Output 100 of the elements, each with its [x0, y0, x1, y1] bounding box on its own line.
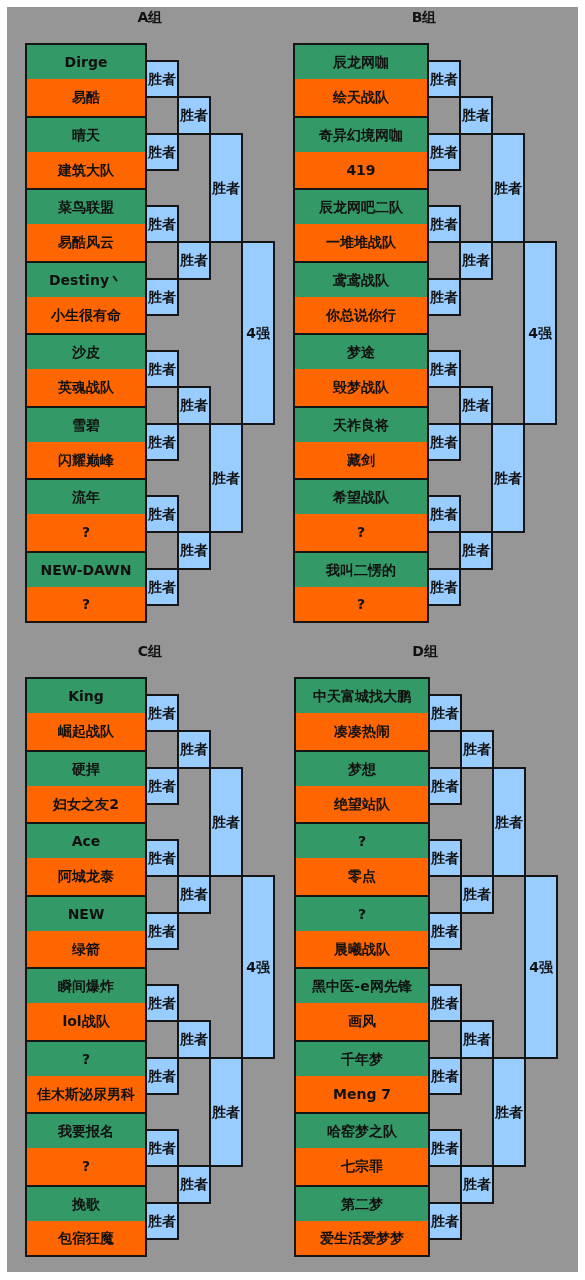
team-name: 阿城龙泰	[58, 868, 114, 885]
team-name: 你总说你行	[326, 306, 396, 323]
winner-label: 胜者	[148, 1067, 176, 1084]
team-name: 中天富城找大鹏	[313, 688, 411, 705]
winner-label: 胜者	[463, 1031, 491, 1048]
winner-slot	[177, 1020, 211, 1059]
team-name: 崛起战队	[58, 723, 114, 740]
team-name: 易酷风云	[58, 234, 114, 251]
winner-label: 胜者	[462, 107, 490, 124]
team-slot	[294, 1184, 430, 1221]
team-slot	[293, 115, 429, 152]
team-slot	[25, 749, 147, 786]
team-slot	[293, 333, 429, 370]
team-slot	[293, 369, 429, 406]
team-name: 零点	[348, 868, 376, 885]
team-slot	[293, 79, 429, 116]
team-slot	[25, 224, 147, 261]
team-slot	[25, 677, 147, 714]
winner-slot	[491, 422, 525, 534]
team-slot	[294, 967, 430, 1004]
team-slot	[25, 151, 147, 188]
winner-slot	[209, 132, 243, 244]
team-name: ?	[81, 1050, 91, 1067]
winner-label: 胜者	[430, 288, 458, 305]
winner-label: 胜者	[463, 1176, 491, 1193]
team-slot	[25, 1148, 147, 1185]
top-four-slot	[241, 241, 275, 425]
team-name: 我要报名	[58, 1123, 114, 1140]
team-name: 包宿狂魔	[58, 1229, 114, 1246]
team-slot	[25, 333, 147, 370]
team-name: ?	[356, 595, 366, 612]
winner-label: 胜者	[180, 397, 208, 414]
winner-slot	[209, 422, 243, 534]
winner-label: 胜者	[431, 850, 459, 867]
winner-slot	[427, 567, 461, 606]
team-name: 晨曦战队	[334, 940, 390, 957]
team-name: 闪耀巅峰	[58, 451, 114, 468]
team-name: 绝望站队	[334, 795, 390, 812]
team-name: 挽歌	[72, 1195, 100, 1212]
team-slot	[25, 514, 147, 551]
winner-label: 胜者	[431, 777, 459, 794]
winner-label: 胜者	[431, 1212, 459, 1229]
winner-slot	[177, 875, 211, 914]
winner-slot	[145, 1129, 179, 1168]
team-name: 黑中医-e网先锋	[312, 978, 412, 995]
winner-slot	[427, 132, 461, 171]
winner-label: 胜者	[180, 741, 208, 758]
team-name: 一堆堆战队	[326, 234, 396, 251]
winner-slot	[460, 875, 494, 914]
team-name: 小生很有命	[51, 306, 121, 323]
team-slot	[25, 1039, 147, 1076]
winner-label: 胜者	[180, 1176, 208, 1193]
winner-label: 胜者	[148, 216, 176, 233]
winner-label: 胜者	[148, 288, 176, 305]
winner-slot	[145, 422, 179, 461]
team-name: 七宗罪	[341, 1158, 383, 1175]
team-slot	[25, 858, 147, 895]
winner-slot	[145, 839, 179, 878]
team-slot	[25, 1075, 147, 1112]
team-slot	[293, 296, 429, 333]
winner-label: 胜者	[431, 1140, 459, 1157]
winner-label: 胜者	[212, 813, 240, 831]
winner-slot	[427, 350, 461, 389]
team-slot	[293, 586, 429, 623]
team-name: 流年	[72, 489, 100, 506]
winner-label: 胜者	[462, 542, 490, 559]
winner-slot	[460, 1165, 494, 1204]
winner-label: 胜者	[430, 361, 458, 378]
team-slot	[25, 550, 147, 587]
team-name: 梦想	[348, 760, 376, 777]
team-name: 哈窑梦之队	[327, 1123, 397, 1140]
team-name: 妇女之友2	[53, 795, 119, 812]
group-title: C组	[137, 642, 163, 660]
team-name: ?	[357, 905, 367, 922]
winner-label: 胜者	[430, 71, 458, 88]
team-name: 辰龙网咖	[333, 54, 389, 71]
team-name: 沙皮	[72, 344, 100, 361]
team-slot	[293, 260, 429, 297]
team-slot	[293, 405, 429, 442]
winner-label: 胜者	[431, 995, 459, 1012]
team-slot	[25, 296, 147, 333]
winner-slot	[428, 1201, 462, 1240]
winner-label: 胜者	[495, 813, 523, 831]
team-slot	[294, 822, 430, 859]
team-slot	[25, 1184, 147, 1221]
team-name: Ace	[71, 833, 101, 850]
team-name: 梦途	[347, 344, 375, 361]
winner-label: 胜者	[431, 705, 459, 722]
team-slot	[294, 1003, 430, 1040]
team-slot	[25, 894, 147, 931]
team-name: 英魂战队	[58, 379, 114, 396]
top-four-label: 4强	[529, 958, 553, 976]
team-slot	[294, 858, 430, 895]
winner-slot	[145, 205, 179, 244]
winner-label: 胜者	[148, 143, 176, 160]
team-slot	[25, 785, 147, 822]
team-slot	[25, 79, 147, 116]
winner-slot	[492, 766, 526, 878]
team-slot	[25, 713, 147, 750]
team-slot	[25, 369, 147, 406]
